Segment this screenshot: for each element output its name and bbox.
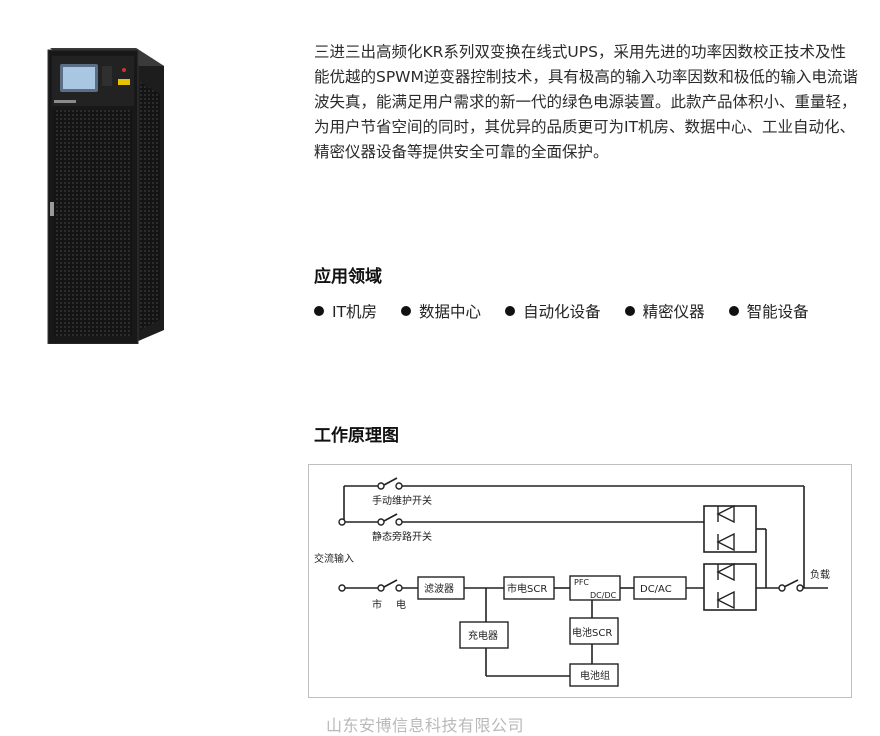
application-item: 数据中心 — [401, 300, 481, 322]
dcdc-label: DC/DC — [590, 591, 617, 600]
bullet-icon — [728, 306, 739, 316]
applications-title: 应用领域 — [314, 267, 382, 287]
charger-label: 充电器 — [468, 629, 498, 642]
ups-cabinet-image — [47, 48, 164, 344]
product-description: 三进三出高频化KR系列双变换在线式UPS，采用先进的功率因数校正技术及性能优越的… — [314, 43, 858, 161]
applications-list: IT机房 数据中心 自动化设备 精密仪器 智能设备 — [314, 300, 809, 322]
application-item: 自动化设备 — [505, 300, 601, 322]
diagram-frame — [308, 464, 852, 698]
mains-label-1: 市 — [372, 598, 382, 611]
application-item: IT机房 — [314, 300, 377, 322]
bullet-icon — [401, 306, 412, 316]
pfc-label: PFC — [574, 578, 589, 587]
bullet-icon — [624, 306, 635, 316]
manual-bypass-label: 手动维护开关 — [372, 494, 432, 507]
principle-title: 工作原理图 — [314, 426, 399, 446]
principle-diagram: 手动维护开关 静态旁路开关 交流输入 市 电 滤波器 市电SCR PFC DC/… — [314, 477, 830, 687]
company-watermark: 山东安博信息科技有限公司 — [326, 716, 525, 735]
dcac-label: DC/AC — [640, 584, 672, 595]
bullet-icon — [314, 306, 324, 316]
mains-label-2: 电 — [396, 598, 406, 611]
application-item: 智能设备 — [728, 300, 809, 322]
load-label: 负载 — [810, 568, 830, 581]
filter-label: 滤波器 — [424, 582, 454, 595]
ac-input-label: 交流输入 — [314, 552, 354, 565]
static-bypass-label: 静态旁路开关 — [372, 530, 432, 543]
mains-scr-label: 市电SCR — [507, 582, 547, 595]
battery-scr-label: 电池SCR — [572, 626, 612, 639]
application-item: 精密仪器 — [624, 300, 705, 322]
battery-label: 电池组 — [580, 669, 610, 682]
bullet-icon — [505, 306, 516, 316]
